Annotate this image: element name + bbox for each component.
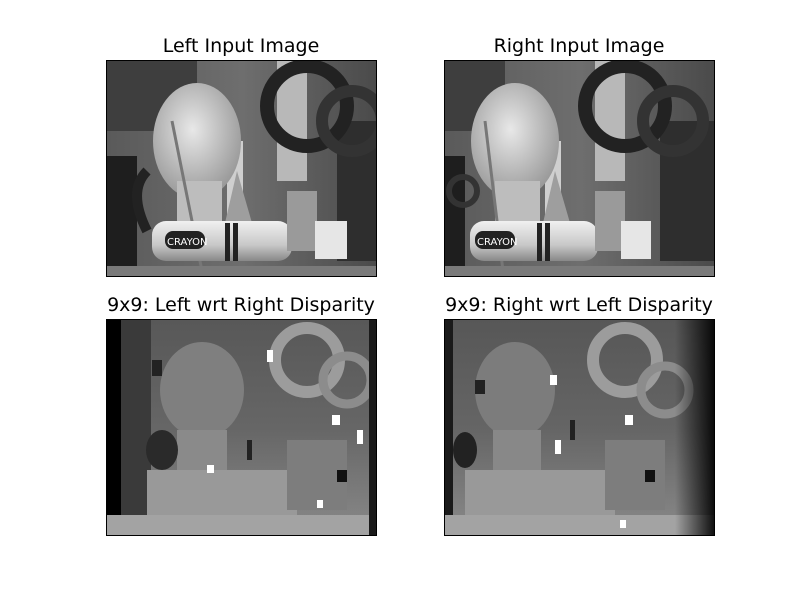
stereo-scene-right-image: CRAYON	[445, 61, 714, 276]
panel-title-right-input: Right Input Image	[493, 35, 665, 57]
left-disparity-map	[106, 319, 377, 536]
disparity-map-left-image	[107, 320, 376, 535]
stereo-scene-left-image: CRAYON	[107, 61, 376, 276]
svg-text:CRAYON: CRAYON	[477, 237, 518, 248]
panel-title-left-disparity: 9x9: Left wrt Right Disparity	[107, 294, 375, 316]
right-input-image: CRAYON	[444, 60, 715, 277]
svg-text:CRAYON: CRAYON	[167, 237, 208, 248]
left-input-image: CRAYON	[106, 60, 377, 277]
panel-title-right-disparity: 9x9: Right wrt Left Disparity	[445, 294, 713, 316]
panel-title-left-input: Left Input Image	[162, 35, 320, 57]
right-disparity-map	[444, 319, 715, 536]
disparity-map-right-image	[445, 320, 714, 535]
